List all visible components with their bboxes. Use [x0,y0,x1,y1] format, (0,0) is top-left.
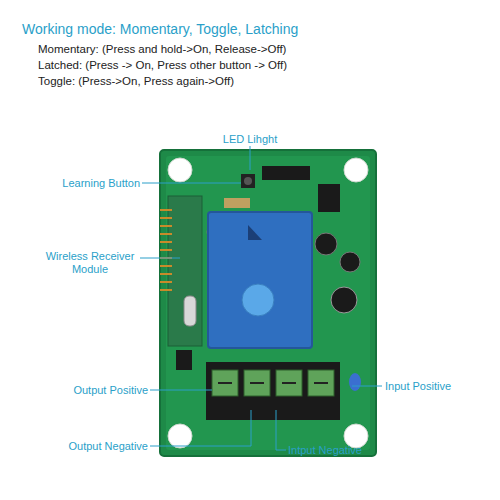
crystal [184,296,196,326]
mode-line: Momentary: (Press and hold->On, Release-… [38,43,286,56]
leader-lines [140,146,382,450]
screw-slots [218,382,328,384]
callout-label: Input Positive [385,380,485,393]
callout-label: Output Positive [40,384,148,397]
callout-label: Learning Button [40,177,140,190]
callout-label: Wireless Receiver Module [38,250,142,276]
receiver-module [168,196,202,346]
jumper [176,350,192,370]
terminal-screws [212,370,334,396]
button-cap [244,177,252,185]
relay-logo [248,225,262,240]
learning-button [241,174,255,188]
capacitor [315,233,337,255]
led-chip [262,166,310,180]
qc-sticker [242,284,274,316]
mount-hole [168,158,192,182]
relay [208,212,312,348]
title: Working mode: Momentary, Toggle, Latchin… [22,21,298,37]
mount-hole [344,158,368,182]
terminal-block [206,362,340,420]
mount-hole [168,424,192,448]
callout-label: LED Lihght [205,133,295,146]
mode-line: Toggle: (Press->On, Press again->Off) [38,75,234,88]
ic-chip [318,184,340,212]
mode-line: Latched: (Press -> On, Press other butto… [38,59,287,72]
antenna-coil [160,210,172,290]
resistor [224,198,250,208]
capacitor [331,287,357,313]
callout-label: Output Negative [30,440,148,453]
pcb [160,150,376,456]
varistor [349,373,361,391]
callout-label: Intput Negative [288,444,398,457]
pcb-inner [166,156,370,450]
capacitor [340,252,360,272]
